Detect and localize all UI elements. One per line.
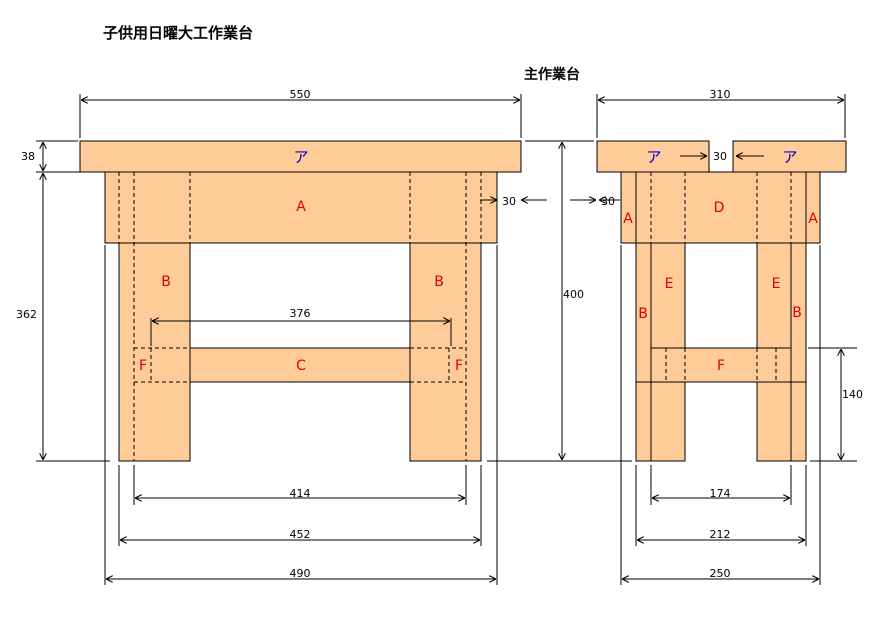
front-label-apron: A [296,199,306,215]
side-label-apron-center: D [714,200,725,216]
dim-front-width-top: 550 [290,88,311,101]
dim-front-legs-inner: 414 [290,487,311,500]
dim-side-width-top: 310 [710,88,731,101]
front-label-top: ア [293,148,308,166]
front-label-tenon-right: F [455,358,463,374]
dim-side-gap: 30 [713,150,727,163]
side-leg-left-front [635,381,686,462]
side-label-apron-left: A [623,211,633,227]
side-solid-lines [635,172,807,461]
side-dimensions [487,94,857,585]
front-label-stretcher: C [296,358,306,374]
side-label-inner-right: E [772,276,781,292]
dim-side-inner: 174 [710,487,731,500]
front-dimensions [36,94,547,585]
dim-side-overhang: 30 [601,195,615,208]
front-hidden-lines [118,172,482,461]
front-label-leg-right: B [434,274,444,290]
dim-front-height: 362 [16,308,37,321]
front-label-tenon-left: F [139,358,147,374]
side-view-title: 主作業台 [524,67,580,83]
dim-front-stretcher-span: 376 [290,307,311,320]
side-leg-right-front [756,381,807,462]
dim-front-apron-width: 490 [290,567,311,580]
side-label-inner-left: E [665,276,674,292]
dim-side-legs: 212 [710,528,731,541]
dim-side-total-height: 400 [563,288,584,301]
front-apron [104,171,498,244]
side-label-stretcher: F [717,358,725,374]
front-stretcher-mid [189,347,411,383]
front-view [79,140,522,462]
dim-front-legs-outer: 452 [290,528,311,541]
front-top-board [79,140,522,173]
side-hidden-lines [650,172,792,382]
dim-side-apron-width: 250 [710,567,731,580]
dim-front-top-thickness: 38 [21,150,35,163]
side-stretcher [650,347,792,383]
side-label-top-left: ア [646,148,661,166]
dim-side-stretcher-height: 140 [842,388,863,401]
side-apron [620,171,821,244]
page-title: 子供用日曜大工作業台 [103,24,254,42]
front-leg-left-lower [118,242,191,462]
side-view [596,140,847,462]
side-label-leg-right: B [792,305,802,321]
front-leg-right-lower [409,242,482,462]
side-label-apron-right: A [808,211,818,227]
front-label-leg-left: B [161,274,171,290]
side-label-leg-left: B [638,306,648,322]
dim-front-overhang: 30 [502,195,516,208]
side-label-top-right: ア [782,148,797,166]
